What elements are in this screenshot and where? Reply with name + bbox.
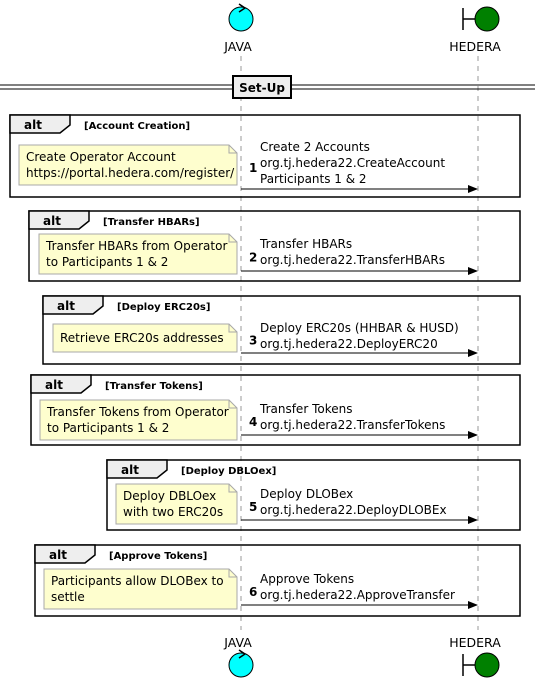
message-text: Transfer Tokens	[259, 402, 352, 416]
alt-condition: [Transfer Tokens]	[105, 381, 203, 392]
note-text: Deploy DBLOex	[123, 489, 216, 503]
message-text: org.tj.hedera22.CreateAccount	[260, 156, 445, 170]
message-number: 6	[249, 585, 257, 599]
note-text: https://portal.hedera.com/register/	[26, 166, 235, 180]
control-icon	[228, 3, 254, 32]
message-number: 2	[249, 251, 257, 265]
alt-frame: alt [Transfer Tokens] Transfer Tokens from…	[30, 374, 521, 446]
note-text: Create Operator Account	[26, 150, 176, 164]
note-text: to Participants 1 & 2	[46, 255, 168, 269]
alt-condition: [Account Creation]	[84, 121, 190, 132]
note-text: Participants allow DLOBex to	[51, 574, 224, 588]
alt-tag: alt	[43, 214, 61, 228]
message-text: Participants 1 & 2	[260, 172, 367, 186]
message-text: Transfer HBARs	[259, 237, 352, 251]
alt-frame: alt [Deploy ERC20s] Retrieve ERC20s addres…	[42, 295, 521, 365]
note-box	[18, 144, 238, 186]
java-participant-top: JAVA	[223, 3, 254, 54]
note-text: Transfer HBARs from Operator	[45, 239, 227, 253]
message-number: 3	[249, 334, 257, 348]
alt-frame: alt [Approve Tokens] Participants allow DL…	[34, 544, 521, 617]
message-text: org.tj.hedera22.DeployERC20	[260, 337, 438, 351]
alt-tag: alt	[121, 463, 139, 477]
message-text: org.tj.hedera22.DeployDLOBEx	[260, 503, 447, 517]
hedera-label: HEDERA	[449, 635, 501, 650]
message-text: Create 2 Accounts	[260, 140, 370, 154]
message-text: Approve Tokens	[260, 572, 354, 586]
alt-frame: alt [Transfer HBARs] Transfer HBARs from O…	[28, 210, 521, 282]
alt-frame: alt [Deploy DBLOex] Deploy DBLOex with two …	[106, 459, 521, 531]
message-number: 5	[249, 500, 257, 514]
note-text: Transfer Tokens from Operator	[46, 405, 229, 419]
note-box	[38, 233, 238, 275]
boundary-icon	[462, 652, 500, 678]
note-text: to Participants 1 & 2	[47, 421, 169, 435]
hedera-label: HEDERA	[449, 39, 501, 54]
alt-tag: alt	[57, 299, 75, 313]
note-box	[115, 483, 238, 525]
hedera-participant-bottom: HEDERA	[449, 635, 501, 678]
message-text: org.tj.hedera22.ApproveTransfer	[260, 588, 455, 602]
alt-condition: [Deploy DBLOex]	[181, 466, 276, 477]
alt-groups: alt [Account Creation] Create Operator Acc…	[9, 114, 521, 617]
note-box	[43, 568, 238, 610]
message-text: Deploy DLOBex	[260, 487, 353, 501]
message-number: 4	[249, 415, 257, 429]
message-number: 1	[249, 161, 257, 175]
boundary-icon	[462, 6, 500, 32]
note-box	[52, 323, 238, 353]
java-label: JAVA	[223, 39, 252, 54]
message-text: org.tj.hedera22.TransferTokens	[260, 418, 445, 432]
control-icon	[228, 649, 254, 678]
divider-label: Set-Up	[239, 81, 285, 95]
alt-condition: [Transfer HBARs]	[103, 217, 200, 228]
alt-condition: [Approve Tokens]	[109, 551, 207, 562]
alt-frame: alt [Account Creation] Create Operator Acc…	[9, 114, 521, 198]
note-text: settle	[51, 590, 85, 604]
alt-tag: alt	[49, 548, 67, 562]
note-box	[39, 399, 238, 441]
hedera-participant-top: HEDERA	[449, 6, 501, 54]
setup-divider: Set-Up	[0, 75, 535, 99]
alt-tag: alt	[45, 378, 63, 392]
alt-tag: alt	[24, 118, 42, 132]
java-participant-bottom: JAVA	[223, 635, 254, 678]
alt-condition: [Deploy ERC20s]	[117, 302, 210, 313]
message-text: org.tj.hedera22.TransferHBARs	[260, 253, 445, 267]
note-text: with two ERC20s	[123, 505, 223, 519]
note-text: Retrieve ERC20s addresses	[60, 331, 224, 345]
message-text: Deploy ERC20s (HHBAR & HUSD)	[260, 321, 459, 335]
java-label: JAVA	[223, 635, 252, 650]
